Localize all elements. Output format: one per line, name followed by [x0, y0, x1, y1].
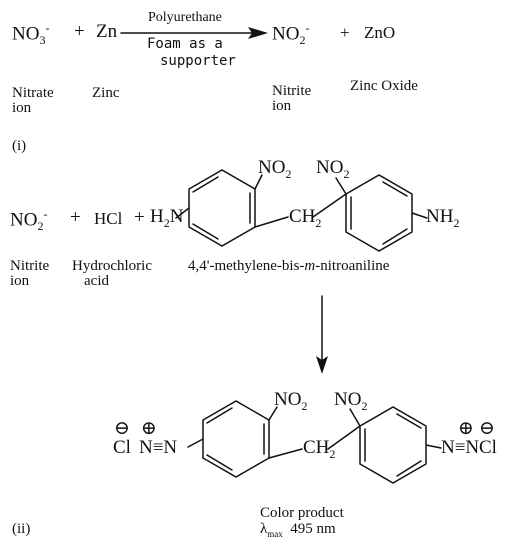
plus-sign: + [74, 21, 85, 42]
bond-amine-left [175, 207, 190, 219]
bond-bridge-left [254, 216, 289, 228]
part-label-i: (i) [12, 138, 27, 154]
label-zinc: Zinc [92, 85, 120, 101]
nitrite-product-formula: NO2- [272, 21, 310, 48]
bond-nitro-left [268, 406, 278, 421]
bond-diazo-right [425, 444, 442, 449]
benzene-ring-right [345, 174, 413, 252]
zinc-oxide-formula: ZnO [364, 23, 396, 42]
bond-diazo-left [187, 438, 204, 448]
minus-charge-icon: ⊖ [479, 418, 495, 439]
part-label-ii: (ii) [12, 521, 31, 537]
zinc-formula: Zn [96, 21, 118, 42]
diazonium-right: ⊕ N≡N [441, 418, 480, 458]
diazonium-left: ⊕ N≡N [139, 418, 178, 458]
label-compound-name: 4,4'-methylene-bis-m-nitroaniline [188, 258, 390, 274]
minus-charge-icon: ⊖ [114, 418, 130, 439]
nitrite-reactant-formula: NO2- [10, 207, 48, 234]
nitro-group-left: NO2 [258, 157, 292, 181]
methylene-bridge: CH2 [303, 437, 336, 461]
bond-nitro-right [349, 408, 361, 427]
methylene-bridge: CH2 [289, 206, 322, 230]
nitrate-formula: NO3- [12, 21, 50, 48]
chloride-right: ⊖ Cl [479, 418, 497, 458]
arrow-condition-bottom-2: supporter [160, 53, 236, 69]
arrow-condition-bottom-1: Foam as a [147, 36, 223, 52]
plus-sign: + [134, 207, 145, 228]
bond-bridge-left [268, 448, 303, 459]
reaction-arrow-head [248, 27, 268, 39]
hcl-formula: HCl [94, 209, 123, 228]
bond-bridge-right [312, 193, 347, 218]
benzene-ring-left [188, 169, 256, 247]
nitro-group-right: NO2 [334, 389, 368, 413]
bond-amine-right [411, 212, 428, 219]
label-zinc-oxide: Zinc Oxide [350, 78, 418, 94]
arrow-condition-top: Polyurethane [148, 10, 222, 25]
chloride-left: ⊖ Cl [113, 418, 131, 458]
plus-charge-icon: ⊕ [458, 418, 474, 439]
bond-nitro-left [254, 174, 263, 190]
benzene-ring-right [359, 406, 427, 484]
plus-charge-icon: ⊕ [141, 418, 157, 439]
color-product-caption: Color product [260, 505, 344, 521]
down-arrow-head [316, 356, 328, 374]
plus-sign: + [70, 207, 81, 228]
bond-bridge-right [327, 425, 361, 450]
lambda-max: λmax 495 nm [260, 521, 336, 540]
plus-sign: + [340, 23, 350, 42]
amine-right-group: NH2 [426, 206, 460, 230]
bond-nitro-right [335, 177, 347, 195]
nitro-group-left: NO2 [274, 389, 308, 413]
amine-left-group: H2N [150, 206, 184, 230]
benzene-ring-left [202, 400, 270, 478]
nitro-group-right: NO2 [316, 157, 350, 181]
